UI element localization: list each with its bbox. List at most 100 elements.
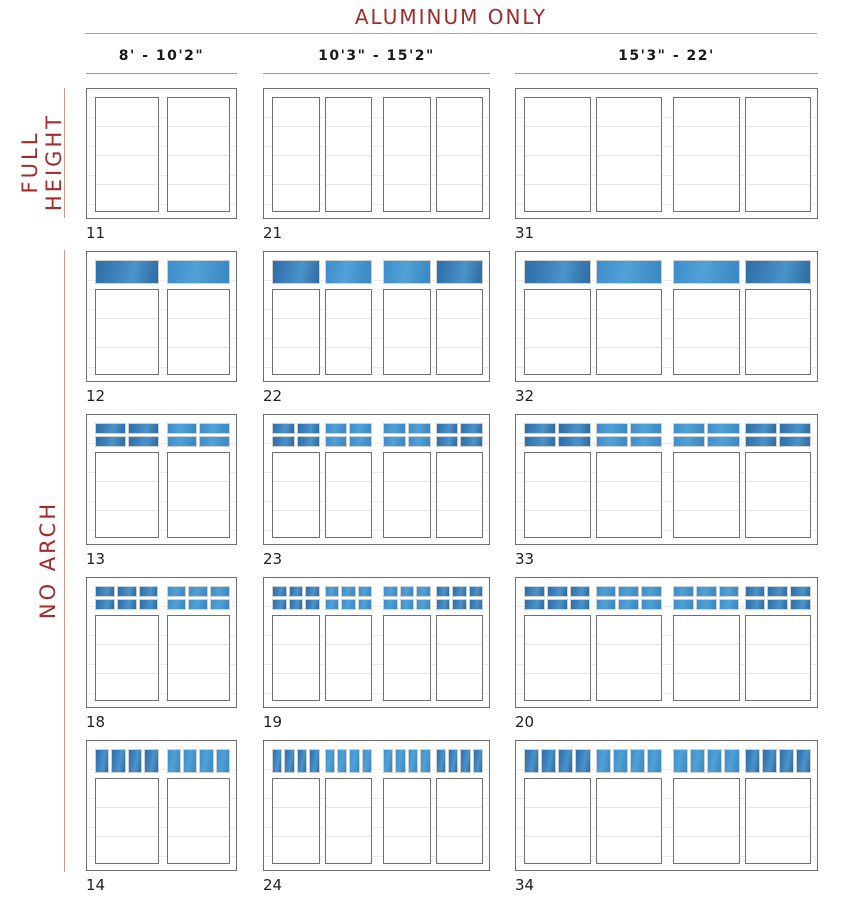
door-panel	[272, 615, 320, 701]
door-panel	[595, 97, 662, 212]
window-glass	[524, 599, 545, 610]
window-glass	[166, 586, 187, 597]
window-glass	[383, 260, 431, 284]
window-glass	[673, 749, 689, 773]
window-glass	[210, 599, 230, 610]
window-glass	[707, 436, 740, 447]
garage-door-19[interactable]	[263, 577, 490, 708]
door-panel	[435, 97, 483, 212]
window-glass	[127, 423, 159, 434]
window-glass	[673, 423, 706, 434]
garage-door-31[interactable]	[515, 88, 818, 219]
window-glass	[460, 749, 471, 773]
window-glass	[569, 599, 591, 610]
window-glass	[272, 423, 295, 434]
door-panel	[435, 452, 483, 538]
garage-door-23[interactable]	[263, 414, 490, 545]
window-glass	[524, 423, 557, 434]
door-panel	[595, 778, 662, 864]
window-glass	[272, 749, 283, 773]
window-glass	[95, 599, 115, 610]
window-glass	[546, 599, 568, 610]
door-panel	[272, 452, 320, 538]
door-number: 12	[86, 387, 106, 405]
garage-door-33[interactable]	[515, 414, 818, 545]
window-glass	[724, 749, 740, 773]
window-glass	[383, 436, 406, 447]
garage-door-11[interactable]	[86, 88, 237, 219]
window-glass	[673, 599, 694, 610]
garage-door-18[interactable]	[86, 577, 237, 708]
window-glass	[199, 749, 214, 773]
window-glass	[767, 599, 789, 610]
window-glass	[341, 586, 356, 597]
door-panel	[673, 452, 740, 538]
window-glass	[629, 749, 645, 773]
door-panel	[272, 778, 320, 864]
window-glass	[416, 586, 431, 597]
door-panel	[744, 452, 811, 538]
door-panel	[383, 778, 431, 864]
window-glass	[546, 586, 568, 597]
window-glass	[349, 749, 360, 773]
door-panel	[272, 289, 320, 375]
window-glass	[569, 586, 591, 597]
window-glass	[188, 586, 209, 597]
window-glass	[324, 599, 339, 610]
door-panel	[673, 778, 740, 864]
window-glass	[718, 586, 740, 597]
window-glass	[166, 260, 230, 284]
window-glass	[215, 749, 230, 773]
window-glass	[336, 749, 348, 773]
door-panel	[166, 778, 230, 864]
window-glass	[199, 423, 230, 434]
door-panel	[524, 452, 591, 538]
window-glass	[778, 749, 794, 773]
door-panel	[95, 97, 159, 212]
window-glass	[324, 260, 372, 284]
garage-door-32[interactable]	[515, 251, 818, 382]
window-glass	[595, 749, 611, 773]
window-glass	[744, 599, 766, 610]
garage-door-12[interactable]	[86, 251, 237, 382]
full-height-label-line1: FULL	[18, 130, 42, 194]
garage-door-20[interactable]	[515, 577, 818, 708]
window-glass	[435, 599, 450, 610]
door-panel	[744, 97, 811, 212]
window-glass	[558, 423, 591, 434]
window-glass	[272, 260, 320, 284]
window-glass	[324, 423, 348, 434]
window-glass	[629, 436, 662, 447]
window-glass	[395, 749, 406, 773]
column-header-3: 15'3" - 22'	[618, 48, 715, 64]
window-glass	[524, 586, 545, 597]
column-header-rule	[515, 73, 818, 74]
window-glass	[296, 749, 308, 773]
garage-door-24[interactable]	[263, 740, 490, 871]
window-glass	[695, 586, 717, 597]
door-number: 31	[515, 224, 535, 242]
window-glass	[460, 436, 483, 447]
page-title: ALUMINUM ONLY	[354, 5, 548, 29]
garage-door-21[interactable]	[263, 88, 490, 219]
garage-door-13[interactable]	[86, 414, 237, 545]
door-panel	[744, 778, 811, 864]
door-panel	[272, 97, 320, 212]
window-glass	[695, 599, 717, 610]
door-panel	[744, 289, 811, 375]
door-panel	[524, 289, 591, 375]
window-glass	[383, 749, 394, 773]
window-glass	[447, 749, 459, 773]
window-glass	[790, 586, 811, 597]
column-header-rule	[86, 73, 237, 74]
garage-door-14[interactable]	[86, 740, 237, 871]
door-panel	[744, 615, 811, 701]
window-glass	[718, 599, 740, 610]
garage-door-34[interactable]	[515, 740, 818, 871]
window-glass	[524, 749, 540, 773]
garage-door-22[interactable]	[263, 251, 490, 382]
window-glass	[111, 749, 126, 773]
no-arch-label-text: NO ARCH	[36, 500, 60, 620]
window-glass	[324, 749, 335, 773]
door-panel	[383, 97, 431, 212]
